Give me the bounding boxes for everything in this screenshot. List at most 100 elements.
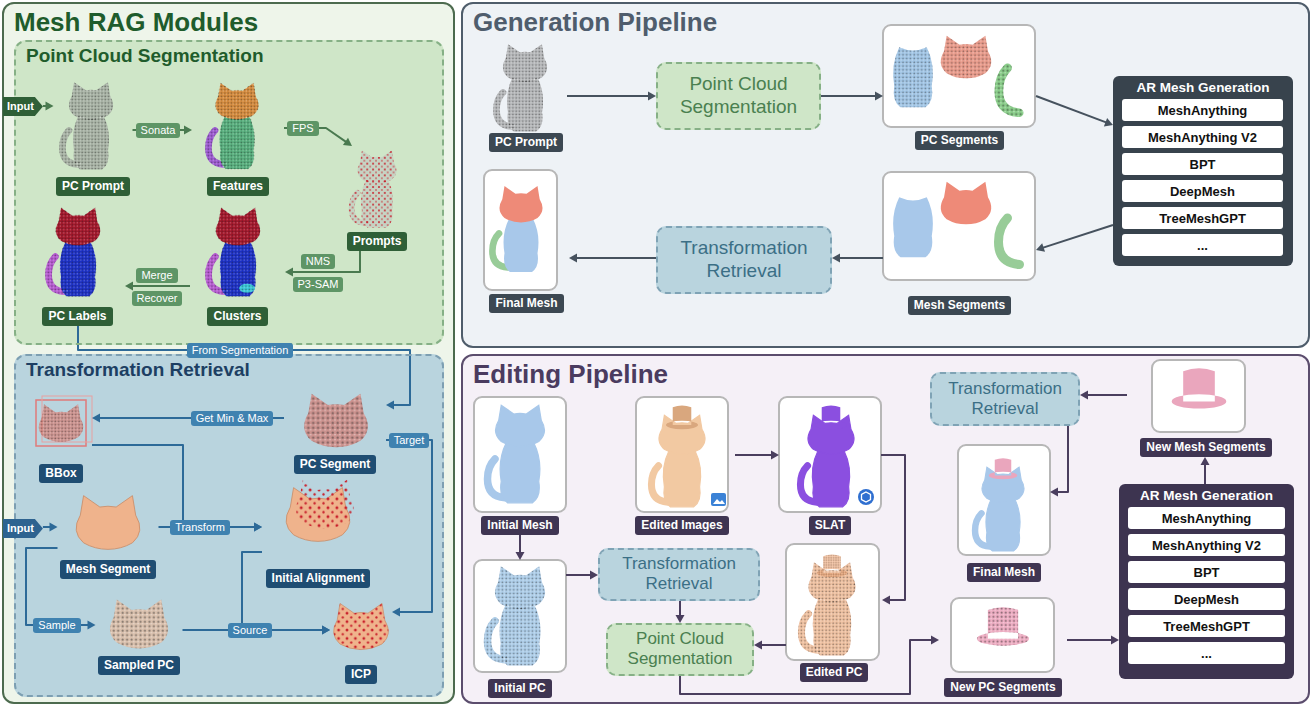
panel-ground [14, 40, 444, 345]
connector-line [881, 455, 905, 600]
panel: Editing PipelineInitial MeshEdited Image… [461, 354, 1310, 704]
connector [386, 440, 432, 617]
image-node: PC Segment [284, 388, 386, 474]
arrowhead [285, 268, 293, 277]
module-box: Point Cloud Segmentation [606, 623, 754, 676]
model-item: MeshAnything V2 [1128, 534, 1285, 556]
image-frame [958, 445, 1050, 555]
image-node: ICP [330, 598, 392, 684]
node-text: AR Mesh Generation [1119, 484, 1294, 504]
hat [989, 458, 1018, 479]
node-text: BPT [1194, 565, 1220, 580]
point-cloud-cat [488, 567, 545, 665]
arrowhead [754, 641, 762, 650]
model-item: MeshAnything V2 [1122, 126, 1283, 148]
edge-label: Merge [136, 268, 177, 283]
connector [735, 451, 779, 460]
point-cloud-cat [62, 83, 112, 169]
edge-label: Get Min & Max [191, 411, 274, 426]
connector [566, 571, 598, 580]
arrowhead [88, 621, 96, 630]
image-node: Initial PC [474, 560, 566, 698]
connector [1067, 636, 1119, 645]
connector [821, 92, 883, 101]
model-item: ... [1128, 642, 1285, 664]
model-item: BPT [1128, 561, 1285, 583]
node-text: ... [1197, 238, 1208, 253]
connector [881, 455, 905, 605]
node-text: PC Labels [42, 307, 112, 326]
edge-label: FPS [287, 121, 318, 136]
connector-line [1042, 225, 1113, 248]
mesh-body [893, 197, 933, 257]
mesh-cat [488, 405, 545, 503]
model-item: TreeMeshGPT [1128, 615, 1285, 637]
node-text: BBox [39, 464, 82, 483]
panel-ground [461, 354, 1310, 704]
node-text: Initial PC [488, 679, 551, 698]
pc-tail [999, 68, 1019, 113]
model-item: DeepMesh [1122, 180, 1283, 202]
node-text: Transformation Retrieval [606, 554, 752, 595]
node-text: ... [1201, 646, 1212, 661]
bounding-box [36, 400, 86, 446]
mesh-head [334, 603, 389, 649]
connector-line [1067, 639, 1113, 641]
mesh-head [76, 496, 140, 550]
node-text: Initial Alignment [266, 569, 371, 588]
node-text: Transformation Retrieval [664, 237, 824, 283]
image-node: Sampled PC [96, 595, 183, 675]
input-tag: Input [3, 519, 43, 538]
pc-head [110, 599, 168, 648]
image-node: Final Mesh [484, 170, 569, 313]
arrowhead [254, 523, 262, 532]
image-node: SLAT [779, 397, 881, 535]
node-text: DeepMesh [1174, 592, 1239, 607]
node-text: Final Mesh [489, 294, 563, 313]
connector-line [519, 535, 521, 554]
image-node: Mesh Segments [883, 172, 1036, 315]
pc-head [296, 479, 354, 528]
image-node: New Mesh Segments [1127, 360, 1285, 457]
connector-line [291, 251, 360, 272]
image-node: PC Labels [30, 200, 125, 326]
image-node: PC Prompt [485, 40, 567, 152]
node-text: Prompts [347, 232, 408, 251]
image-icon [711, 493, 726, 506]
node-text: Generation Pipeline [463, 4, 1308, 38]
image-frame [883, 25, 1035, 127]
connector [1036, 96, 1113, 126]
generator-box: AR Mesh GenerationMeshAnythingMeshAnythi… [1113, 76, 1293, 266]
feature-cat [208, 83, 258, 169]
node-text: Final Mesh [967, 563, 1041, 582]
connector-line [821, 95, 877, 97]
image-node: PC Segments [883, 25, 1036, 150]
input-tag: Input [3, 97, 43, 116]
arrowhead [931, 636, 939, 645]
node-text: Edited PC [800, 663, 869, 682]
hat [1172, 368, 1227, 408]
connector-line [131, 285, 190, 287]
module-box: Transformation Retrieval [930, 372, 1080, 426]
node-text: Input [3, 97, 43, 116]
arrowhead [590, 571, 598, 580]
model-item: MeshAnything [1128, 507, 1285, 529]
arrowhead [392, 608, 400, 617]
node-text: Sampled PC [98, 656, 180, 675]
connector [754, 641, 786, 650]
image-node: Initial Mesh [474, 397, 566, 535]
node-text: TreeMeshGPT [1159, 211, 1246, 226]
image-node: Features [192, 78, 284, 196]
image-frame [474, 397, 566, 512]
node-text: Mesh RAG Modules [4, 4, 453, 38]
arrowhead [771, 451, 779, 460]
panel-ground [2, 2, 455, 704]
node-text: TreeMeshGPT [1163, 619, 1250, 634]
connector [92, 445, 262, 532]
arrowhead [648, 92, 656, 101]
node-text: MeshAnything V2 [1152, 538, 1261, 553]
arrowhead [322, 626, 330, 635]
image-frame [484, 170, 557, 290]
connector [567, 92, 656, 101]
panel: Point Cloud SegmentationInputPC PromptFe… [14, 40, 444, 345]
